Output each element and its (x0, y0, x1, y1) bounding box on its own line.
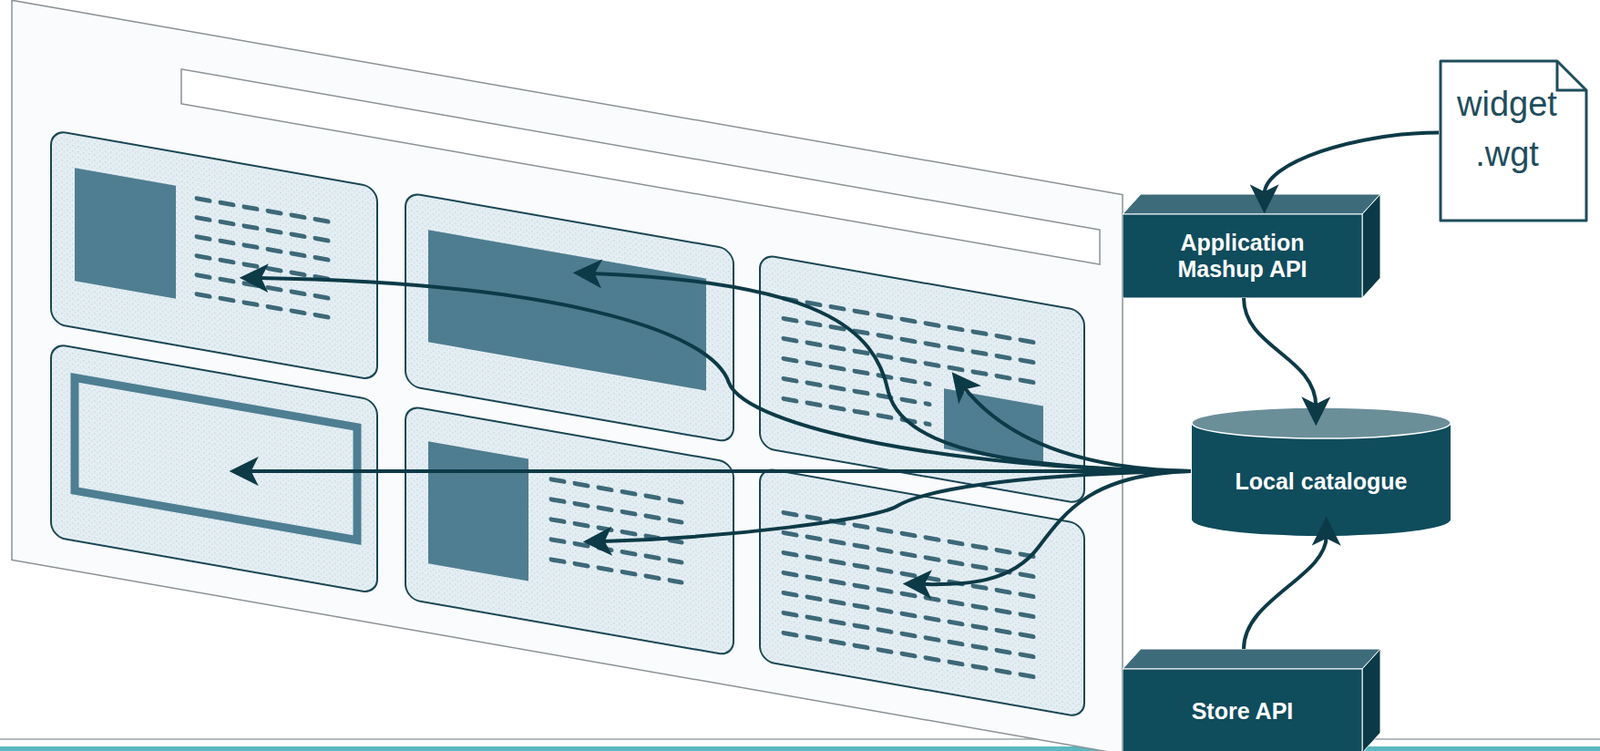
widget-panel (405, 192, 734, 443)
node-label: Application Mashup API (1151, 229, 1334, 283)
widget-panel (405, 405, 734, 657)
widget-panel (51, 130, 378, 381)
image-block (428, 441, 529, 581)
feed-arrow (602, 471, 1191, 542)
browser-page (11, 0, 1123, 751)
text-area: Store API (1122, 668, 1363, 751)
catalogue-feed-arrows (248, 273, 1191, 585)
flow-arrow (1243, 535, 1327, 649)
feed-arrow (964, 387, 1191, 472)
image-block (428, 229, 707, 390)
text-lines (196, 195, 1044, 679)
page-frame (11, 0, 1123, 751)
text-area: widget .wgt (1438, 79, 1576, 216)
widget-panel (759, 254, 1085, 504)
feed-arrow (258, 277, 1191, 472)
feed-arrow (248, 469, 1191, 473)
node-label: widget .wgt (1443, 79, 1571, 180)
node-label: Store API (1151, 697, 1334, 725)
widget-panel (51, 343, 378, 595)
text-area: Local catalogue (1190, 426, 1452, 536)
file-document: widget .wgt (1438, 59, 1589, 223)
node-label: Local catalogue (1198, 468, 1445, 495)
flow-arrow (1243, 297, 1316, 407)
frame-block (74, 377, 358, 540)
widget-panel (759, 467, 1085, 718)
database-cylinder: Local catalogue (1190, 406, 1452, 536)
text-area: Application Mashup API (1122, 214, 1363, 298)
feed-arrow (922, 471, 1191, 585)
feed-arrow (592, 273, 1191, 472)
api-box: Application Mashup API (1122, 194, 1381, 298)
flow-arrow (1264, 133, 1439, 195)
image-block (74, 167, 176, 298)
api-box: Store API (1122, 648, 1381, 751)
